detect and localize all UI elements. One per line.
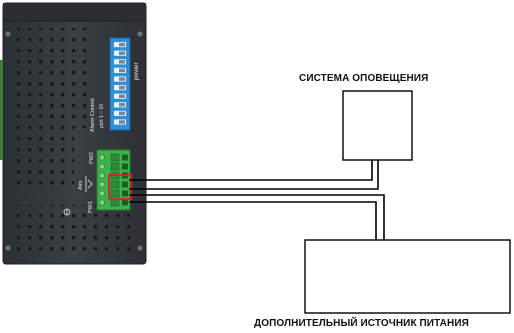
- wire-power-upper: [129, 194, 385, 241]
- alarm-control-label: Alarm Control: [90, 98, 96, 132]
- device-side-strip: [0, 60, 3, 160]
- wire-alarm-lower: [129, 159, 379, 190]
- device-top-rail: [3, 3, 146, 21]
- dip-power-label: power: [133, 61, 140, 80]
- terminal-screw: [99, 199, 105, 206]
- terminal-block: [96, 149, 132, 211]
- terminal-label-pw1: PW1: [88, 201, 94, 213]
- aux-power-supply-label: ДОПОЛНИТЕЛЬНЫЙ ИСТОЧНИК ПИТАНИЯ: [254, 318, 469, 329]
- screw-icon: [137, 245, 143, 251]
- dip-switch-lever: [119, 51, 125, 55]
- wire-power-lower: [129, 201, 377, 241]
- dip-switch-lever: [119, 68, 125, 73]
- dip-switch-lever: [119, 85, 125, 90]
- screw-icon: [5, 31, 11, 37]
- terminal-wire-hole: [122, 154, 128, 161]
- vent-grid-lower: [14, 128, 74, 190]
- alarm-relay-icon: [85, 176, 93, 192]
- terminal-pin: [110, 162, 120, 171]
- screw-icon: [137, 31, 143, 37]
- dip-switch: [109, 37, 131, 131]
- terminal-pin: [110, 153, 120, 162]
- ground-icon: [63, 208, 71, 216]
- terminal-screw: [99, 181, 105, 188]
- terminal-wire-hole: [122, 181, 128, 188]
- alarm-terminal-highlight: [108, 174, 132, 200]
- notification-system-label: СИСТЕМА ОПОВЕЩЕНИЯ: [299, 73, 429, 84]
- terminal-pin: [110, 180, 120, 189]
- terminal-pin: [110, 198, 120, 207]
- dip-switch-lever: [119, 120, 125, 124]
- terminal-screw: [99, 163, 105, 170]
- dip-switch-lever: [119, 103, 125, 107]
- terminal-screw: [99, 190, 105, 197]
- terminal-screw: [99, 154, 105, 161]
- terminal-screw: [99, 172, 105, 179]
- screw-icon: [5, 245, 11, 251]
- wire-alarm-upper: [129, 159, 373, 181]
- terminal-wire-hole: [122, 199, 128, 206]
- terminal-wire-hole: [122, 163, 128, 170]
- dip-switch-lever: [119, 77, 125, 81]
- notification-system-box: [342, 90, 413, 161]
- vent-grid-bottom: [14, 205, 134, 255]
- port-range-label: port 1 – 10: [99, 104, 105, 128]
- wires: [129, 159, 385, 241]
- terminal-label-alm: Alm: [78, 180, 84, 190]
- terminal-pin: [110, 189, 120, 198]
- vent-grid-upper: [14, 28, 94, 128]
- switch-device: power Alarm Control port 1 – 10 PW2 Alm …: [0, 2, 147, 265]
- dip-switch-lever: [119, 94, 125, 98]
- dip-switch-lever: [119, 42, 125, 47]
- dip-switch-lever: [119, 111, 125, 116]
- terminal-wire-hole: [122, 190, 128, 197]
- dip-switch-lever: [119, 60, 125, 64]
- aux-power-supply-box: [304, 239, 511, 314]
- terminal-label-pw2: PW2: [89, 152, 95, 164]
